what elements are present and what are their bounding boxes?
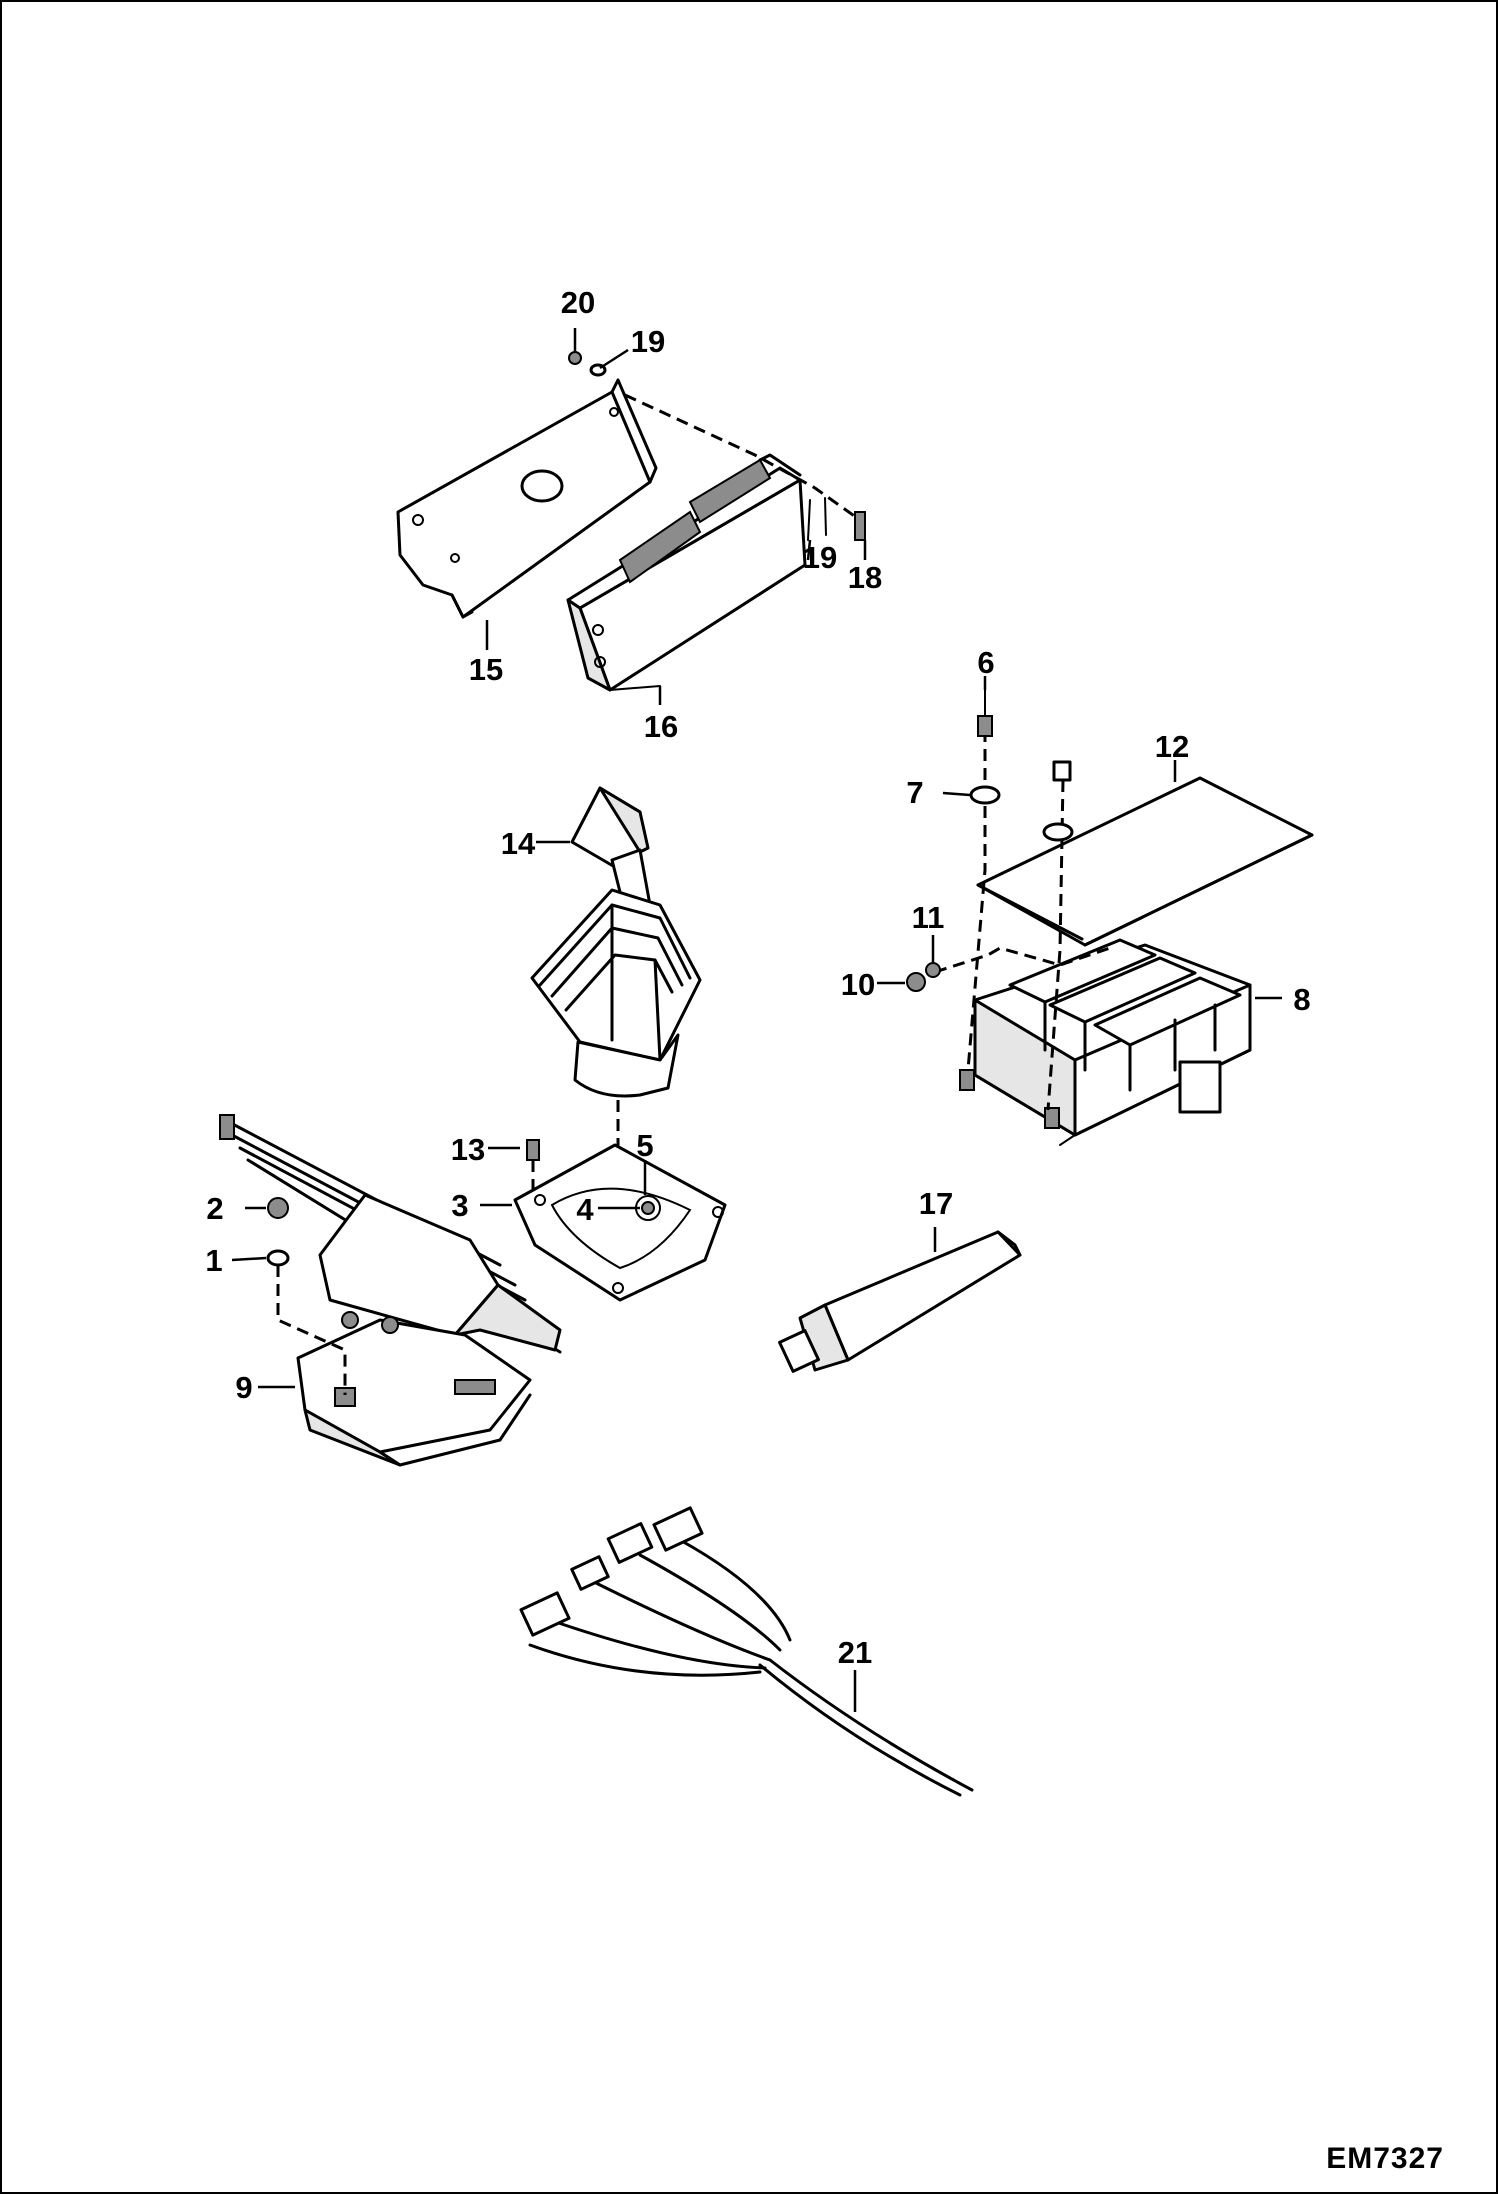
callout-15: 15	[469, 652, 503, 687]
callout-6: 6	[977, 645, 994, 680]
part-12-cover-drawing	[976, 776, 1314, 947]
callout-5: 5	[636, 1128, 653, 1163]
part-4-drawing	[641, 1201, 655, 1215]
part-13-screw-drawing	[526, 1139, 540, 1161]
part-21-harness-drawing	[519, 1506, 974, 1797]
callout-19-top: 19	[631, 324, 665, 359]
part-2-nut-drawing	[267, 1197, 289, 1219]
figure-code: EM7327	[1326, 2142, 1444, 2175]
callout-3: 3	[451, 1188, 468, 1223]
callout-21: 21	[838, 1635, 872, 1670]
callout-16: 16	[644, 709, 678, 744]
callout-13: 13	[451, 1132, 485, 1167]
callout-1: 1	[205, 1243, 222, 1278]
part-16-controller-drawing	[566, 453, 807, 692]
callout-7: 7	[906, 775, 923, 810]
part-17-tube-drawing	[778, 1230, 1022, 1373]
callout-18: 18	[848, 560, 882, 595]
part-3-base-plate-drawing	[513, 1143, 727, 1302]
part-14-joystick-drawing	[530, 786, 702, 1098]
part-9-assembly-drawing	[219, 1114, 562, 1467]
callout-8: 8	[1293, 982, 1310, 1017]
fastener-path-6	[966, 730, 987, 1071]
leader-lines	[231, 328, 1282, 1712]
callout-11: 11	[912, 900, 945, 935]
callout-19-bottom: 19	[803, 540, 837, 575]
callout-20: 20	[561, 285, 595, 320]
top-fastener-drawings	[568, 351, 866, 541]
part-8-fastener-drawings	[906, 689, 1074, 992]
part-8-relay-block-drawing	[959, 938, 1252, 1146]
part-9-fastener-path	[276, 1265, 347, 1395]
callout-labels: 20 19 19 18 15 16 6 7 12 11 10 8 14 13 5…	[205, 285, 1310, 1670]
callout-9: 9	[235, 1370, 252, 1405]
callout-12: 12	[1155, 729, 1189, 764]
fastener-path-top	[624, 393, 861, 522]
callout-17: 17	[919, 1186, 953, 1221]
part-1-washer-drawing	[266, 1249, 290, 1267]
callout-4: 4	[576, 1192, 594, 1227]
fastener-path-8	[1046, 779, 1065, 1111]
callout-14: 14	[501, 826, 536, 861]
part-15-bracket-drawing	[396, 378, 658, 619]
callout-10: 10	[841, 967, 875, 1002]
callout-2: 2	[206, 1191, 223, 1226]
